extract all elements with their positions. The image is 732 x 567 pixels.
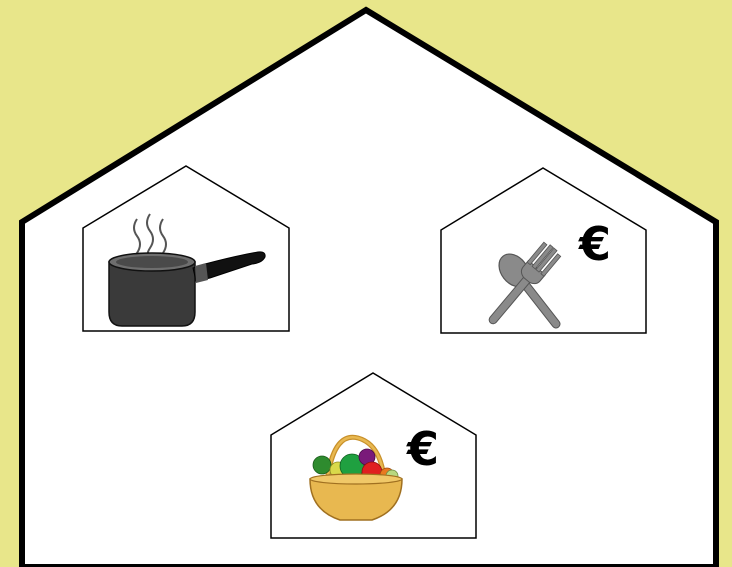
home-cooking-house [82, 165, 290, 332]
fork-spoon-icon [488, 241, 562, 329]
eating-out-house [440, 167, 647, 334]
euro-icon: € [579, 217, 612, 271]
groceries-house [270, 372, 477, 539]
small-house-outline [440, 167, 647, 334]
outer-house [19, 6, 719, 567]
fruit-basket-icon [309, 434, 403, 521]
euro-icon: € [407, 422, 440, 476]
cooking-pot-icon [108, 213, 266, 327]
